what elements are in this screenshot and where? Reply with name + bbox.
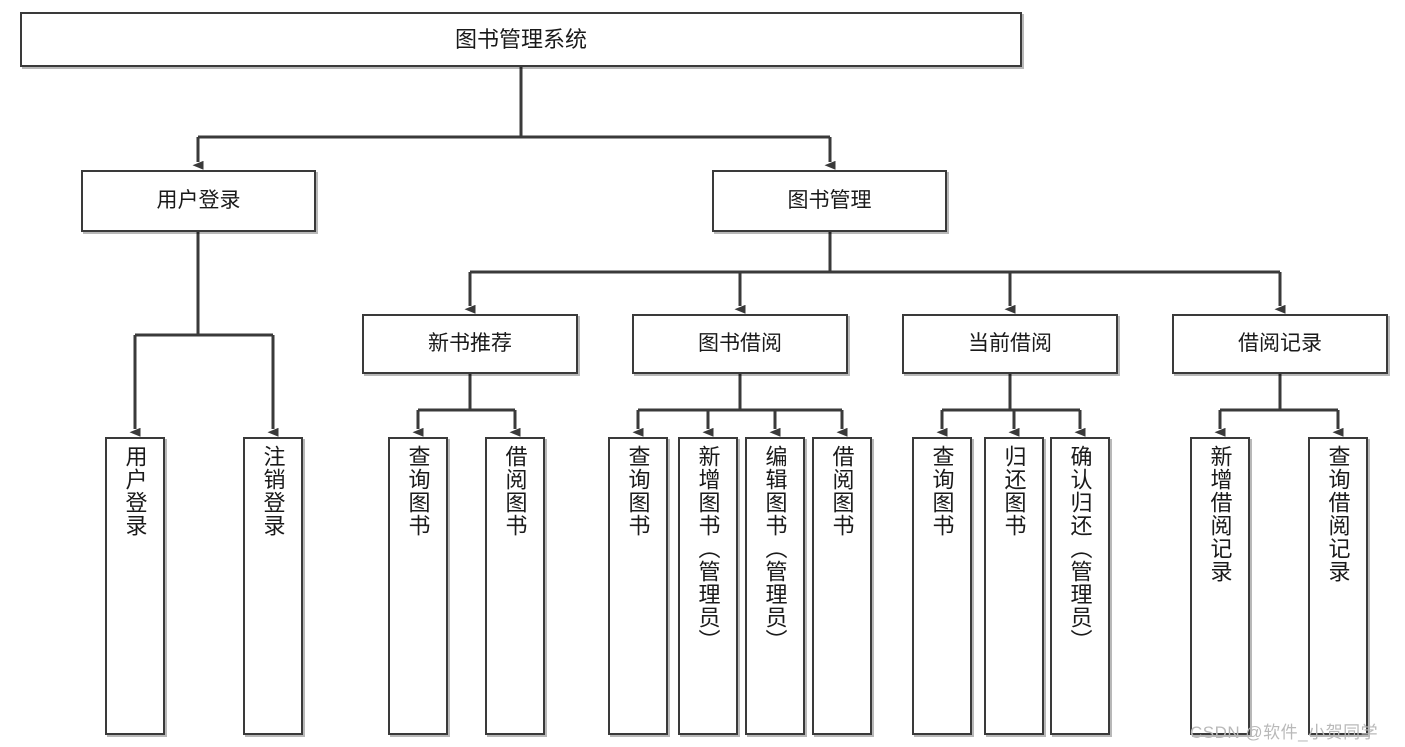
node-leaf-bb-edit-book-admin-label: 编辑图书（管理员） xyxy=(762,445,788,652)
node-leaf-bb-query-book[interactable]: 查询图书 xyxy=(608,437,668,735)
node-borrow-record[interactable]: 借阅记录 xyxy=(1172,314,1388,374)
node-leaf-nbr-query-book-label: 查询图书 xyxy=(405,445,431,537)
node-leaf-logout[interactable]: 注销登录 xyxy=(243,437,303,735)
node-leaf-bb-add-book-admin-label: 新增图书（管理员） xyxy=(695,445,721,652)
node-leaf-nbr-borrow-book-label: 借阅图书 xyxy=(502,445,528,537)
node-leaf-cb-query-book-label: 查询图书 xyxy=(929,445,955,537)
node-current-borrow[interactable]: 当前借阅 xyxy=(902,314,1118,374)
node-current-borrow-label: 当前借阅 xyxy=(968,331,1052,355)
node-new-book-recommend-label: 新书推荐 xyxy=(428,331,512,355)
node-leaf-bb-query-book-label: 查询图书 xyxy=(625,445,651,537)
node-book-borrow[interactable]: 图书借阅 xyxy=(632,314,848,374)
node-leaf-cb-confirm-return-admin-label: 确认归还（管理员） xyxy=(1067,445,1093,652)
node-leaf-user-login-label: 用户登录 xyxy=(122,445,148,537)
node-book-management-label: 图书管理 xyxy=(787,188,872,212)
csdn-watermark: CSDN @软件_小贺同学 xyxy=(1190,723,1379,742)
node-leaf-br-add-record-label: 新增借阅记录 xyxy=(1207,445,1233,583)
node-leaf-br-query-record-label: 查询借阅记录 xyxy=(1325,445,1351,583)
node-borrow-record-label: 借阅记录 xyxy=(1238,331,1322,355)
node-user-login[interactable]: 用户登录 xyxy=(81,170,316,232)
node-leaf-bb-borrow-book[interactable]: 借阅图书 xyxy=(812,437,872,735)
node-leaf-user-login[interactable]: 用户登录 xyxy=(105,437,165,735)
node-leaf-bb-add-book-admin[interactable]: 新增图书（管理员） xyxy=(678,437,738,735)
node-leaf-br-add-record[interactable]: 新增借阅记录 xyxy=(1190,437,1250,735)
node-book-borrow-label: 图书借阅 xyxy=(698,331,782,355)
node-leaf-bb-borrow-book-label: 借阅图书 xyxy=(829,445,855,537)
node-leaf-bb-edit-book-admin[interactable]: 编辑图书（管理员） xyxy=(745,437,805,735)
node-leaf-cb-return-book-label: 归还图书 xyxy=(1001,445,1027,537)
node-leaf-nbr-query-book[interactable]: 查询图书 xyxy=(388,437,448,735)
node-root-label: 图书管理系统 xyxy=(454,26,587,52)
node-book-management[interactable]: 图书管理 xyxy=(712,170,947,232)
node-root[interactable]: 图书管理系统 xyxy=(20,12,1022,67)
node-leaf-cb-query-book[interactable]: 查询图书 xyxy=(912,437,972,735)
node-new-book-recommend[interactable]: 新书推荐 xyxy=(362,314,578,374)
node-leaf-nbr-borrow-book[interactable]: 借阅图书 xyxy=(485,437,545,735)
node-leaf-cb-confirm-return-admin[interactable]: 确认归还（管理员） xyxy=(1050,437,1110,735)
node-leaf-cb-return-book[interactable]: 归还图书 xyxy=(984,437,1044,735)
node-leaf-logout-label: 注销登录 xyxy=(260,445,286,537)
node-leaf-br-query-record[interactable]: 查询借阅记录 xyxy=(1308,437,1368,735)
node-user-login-label: 用户登录 xyxy=(156,188,241,212)
